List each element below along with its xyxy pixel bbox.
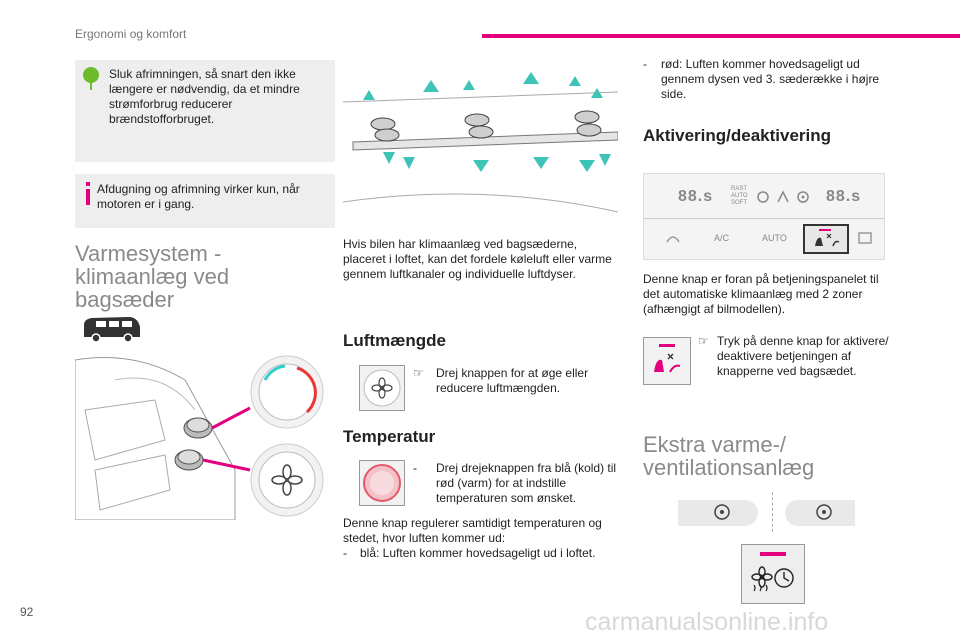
rear-panel-illustration (74, 350, 335, 521)
right-temp-display: 88.s (826, 188, 862, 205)
ac-button-label[interactable]: A/C (714, 233, 730, 243)
temperature-instruction: Drej drejeknappen fra blå (kold) til rød… (436, 461, 617, 505)
watermark: carmanualsonline.info (585, 608, 829, 636)
climate-control-panel: 88.s RAST AUTO SOFT 88.s A/C AUTO (643, 173, 885, 260)
airflow-instruction: Drej knappen for at øge eller reducere l… (436, 366, 589, 395)
page-number: 92 (20, 605, 34, 619)
activation-instruction: Tryk på denne knap for aktivere/ deaktiv… (717, 334, 889, 378)
panel-description: Denne knap er foran på betjeningspanelet… (643, 272, 879, 316)
leaf-icon (83, 67, 99, 90)
section-heading-rear-ac: Varmesystem - klimaanlæg ved bagsæder (75, 241, 230, 312)
extra-heating-heading: Ekstra varme-/ ventilationsanlæg (643, 432, 815, 480)
steering-wheel-icon (816, 504, 832, 520)
mode-label-3: SOFT (731, 200, 747, 206)
temperature-knob-thumb (359, 460, 405, 506)
eco-note-text: Sluk afrimningen, så snart den ikke læng… (109, 67, 300, 126)
steering-wheel-illustration-left (678, 500, 758, 526)
temperature-heading: Temperatur (343, 427, 436, 446)
info-icon (86, 182, 90, 205)
pointer-bullet: ☞ (698, 334, 709, 348)
temperature-dial-icon (363, 464, 401, 502)
info-note-text: Afdugning og afrimning virker kun, når m… (97, 182, 300, 211)
pointer-bullet: ☞ (413, 366, 424, 380)
airflow-direction-icon (777, 190, 789, 203)
heater-timer-icon (751, 552, 794, 592)
rear-ac-button[interactable] (803, 224, 849, 254)
activation-heading: Aktivering/deaktivering (643, 126, 832, 145)
eco-note-box: Sluk afrimningen, så snart den ikke læng… (75, 60, 335, 162)
fan-speed-icon (797, 191, 809, 203)
divider-dashed (772, 492, 773, 532)
steering-wheel-icon (714, 504, 730, 520)
auto-button-label[interactable]: AUTO (762, 233, 787, 243)
temperature-note: Denne knap regulerer samtidigt temperatu… (343, 516, 602, 545)
dash-bullet: - (343, 546, 347, 560)
rear-climate-icon (654, 344, 681, 373)
van-icon (84, 317, 140, 343)
steering-wheel-illustration-right (785, 500, 855, 526)
fan-icon (363, 369, 401, 407)
panel-divider (644, 218, 884, 219)
airflow-knob-thumb (359, 365, 405, 411)
ceiling-vents-illustration (342, 62, 619, 232)
dash-bullet: - (643, 57, 647, 71)
extra-heater-button-thumb (741, 544, 805, 604)
airflow-heading: Luftmængde (343, 331, 446, 350)
recirculation-icon (757, 191, 769, 203)
temperature-red-note: rød: Luften kommer hovedsageligt ud genn… (661, 57, 880, 101)
front-defrost-icon (666, 236, 680, 243)
rear-climate-icon (815, 229, 840, 247)
temperature-blue-note: blå: Luften kommer hovedsageligt ud i lo… (360, 546, 596, 560)
rear-ac-intro: Hvis bilen har klimaanlæg ved bagsæderne… (343, 237, 612, 281)
info-note-box: Afdugning og afrimning virker kun, når m… (75, 174, 335, 228)
mode-label-2: AUTO (731, 193, 748, 199)
header-accent-bar (482, 34, 960, 38)
rear-button-thumb (643, 337, 691, 385)
section-title: Ergonomi og komfort (75, 27, 187, 41)
mode-label-1: RAST (731, 186, 748, 192)
left-temp-display: 88.s (678, 188, 714, 205)
rear-defrost-icon (858, 232, 872, 244)
dash-bullet: - (413, 461, 417, 475)
